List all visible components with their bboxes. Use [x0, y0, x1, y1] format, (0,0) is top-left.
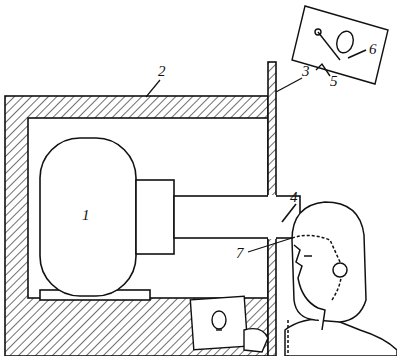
cable [287, 320, 289, 356]
face-profile [294, 245, 325, 330]
inset-card-outline [292, 6, 388, 84]
wall-gap [268, 237, 276, 239]
leader-line [348, 50, 366, 58]
motor-body [40, 138, 136, 296]
card [190, 296, 247, 350]
callout-number: 4 [290, 190, 298, 205]
inset-switch-arm [318, 32, 340, 60]
callout-number: 5 [330, 74, 338, 89]
callout-number: 7 [236, 246, 244, 261]
leader-lines [146, 78, 302, 252]
housing-and-motor [5, 62, 300, 356]
leader-line [146, 80, 160, 97]
hand [244, 329, 268, 352]
callout-number: 1 [82, 208, 90, 223]
shaft-tube [174, 196, 300, 238]
motor-flange [136, 180, 174, 254]
callout-number: 2 [158, 64, 166, 79]
leader-line [248, 238, 292, 252]
helmet [292, 202, 366, 322]
lamp-symbol [212, 311, 226, 329]
lamp-base [216, 329, 222, 330]
inset-lamp [334, 29, 355, 55]
inset-card [292, 6, 388, 84]
tick-mark [282, 204, 296, 222]
shoulders [285, 318, 397, 356]
hand-card [190, 296, 268, 352]
callout-number: 3 [302, 64, 310, 79]
wall-gap [268, 195, 276, 197]
leader-line [276, 78, 302, 92]
ear-piece [333, 263, 347, 277]
inset-tab [316, 64, 330, 76]
callout-number: 6 [369, 42, 377, 57]
person [285, 202, 397, 356]
eye [304, 255, 312, 257]
